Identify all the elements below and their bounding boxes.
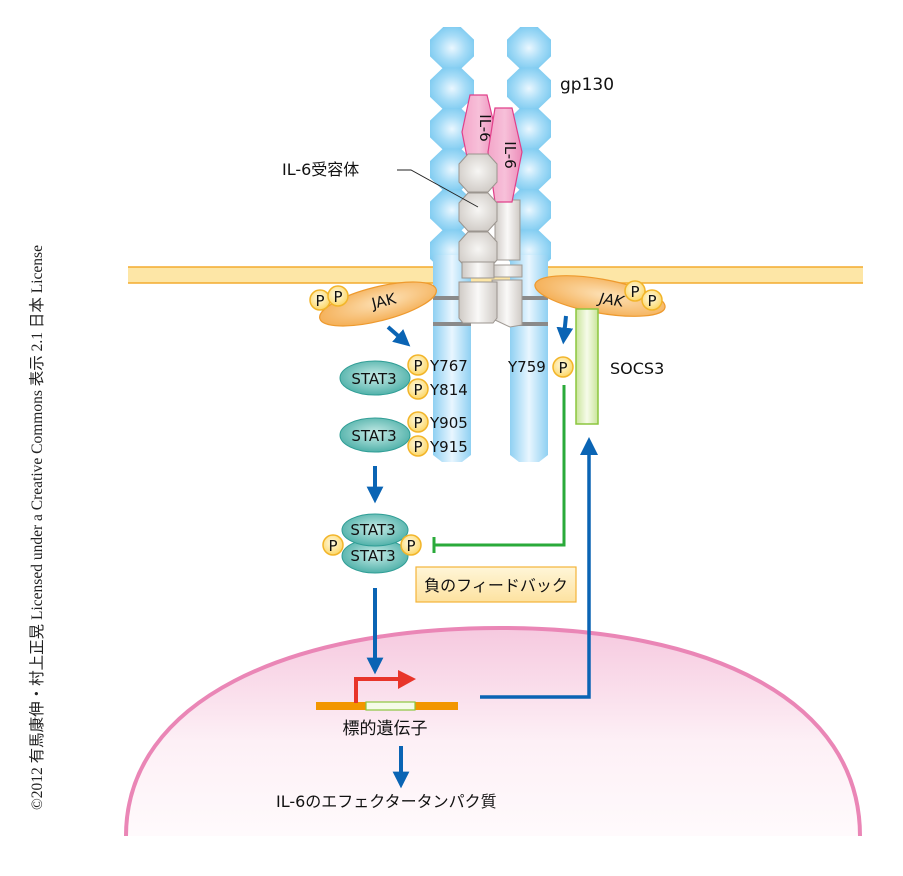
socs3: SOCS3 bbox=[575, 308, 664, 425]
y759-site: Y759 P bbox=[507, 356, 574, 378]
svg-text:IL-6: IL-6 bbox=[501, 141, 519, 168]
stat3-docked-upper: STAT3 P P Y767 Y814 bbox=[339, 354, 468, 400]
negative-feedback-box: 負のフィードバック bbox=[415, 566, 577, 603]
phospho-badge: P bbox=[327, 285, 349, 307]
stat3-docked-lower: STAT3 P P Y905 Y915 bbox=[339, 411, 468, 457]
il6-receptor bbox=[458, 153, 498, 324]
nucleus bbox=[124, 625, 862, 837]
gene-to-socs3-arrow bbox=[480, 437, 598, 699]
svg-text:STAT3: STAT3 bbox=[351, 370, 396, 388]
svg-text:STAT3: STAT3 bbox=[351, 427, 396, 445]
transcription-start-arrow-icon bbox=[398, 670, 416, 689]
jak-right: JAK P P bbox=[534, 275, 666, 317]
il6-receptor-callout: IL-6受容体 bbox=[282, 160, 479, 208]
svg-text:P: P bbox=[413, 438, 422, 456]
jak-to-stat3-arrow bbox=[386, 325, 411, 347]
membrane-band bbox=[510, 296, 548, 300]
svg-text:負のフィードバック: 負のフィードバック bbox=[424, 576, 568, 595]
svg-text:P: P bbox=[406, 537, 415, 555]
socs3-inhibition-line bbox=[432, 385, 566, 553]
site-y814: Y814 bbox=[429, 381, 468, 399]
svg-text:STAT3: STAT3 bbox=[350, 521, 395, 539]
site-y767: Y767 bbox=[429, 357, 468, 375]
svg-text:Y759: Y759 bbox=[507, 358, 546, 376]
svg-text:P: P bbox=[413, 414, 422, 432]
svg-text:P: P bbox=[558, 359, 567, 377]
jak-left: JAK P P bbox=[309, 281, 437, 327]
target-gene: 標的遺伝子 bbox=[316, 670, 458, 739]
svg-text:P: P bbox=[333, 288, 342, 306]
gp130-label: gp130 bbox=[560, 75, 614, 95]
phospho-badge: P bbox=[624, 280, 646, 302]
jak-to-y759-arrow bbox=[556, 315, 574, 345]
svg-text:JAK: JAK bbox=[369, 289, 399, 313]
svg-text:©2012 有馬康伸・村上正晃 Licensed under: ©2012 有馬康伸・村上正晃 Licensed under a Creativ… bbox=[28, 245, 46, 810]
membrane-band bbox=[433, 322, 471, 326]
svg-text:SOCS3: SOCS3 bbox=[610, 359, 664, 378]
gp130-right-chain bbox=[507, 27, 551, 462]
il6-receptor-back bbox=[491, 199, 523, 328]
svg-text:P: P bbox=[413, 357, 422, 375]
gp130-domain bbox=[430, 67, 474, 110]
svg-text:P: P bbox=[630, 283, 639, 301]
site-y905: Y905 bbox=[429, 414, 468, 432]
svg-text:P: P bbox=[413, 381, 422, 399]
phospho-badge: P bbox=[641, 289, 663, 311]
svg-text:STAT3: STAT3 bbox=[350, 547, 395, 565]
stat3-dimer: STAT3 STAT3 P P bbox=[322, 513, 422, 574]
gp130-domain bbox=[507, 67, 551, 110]
gp130-domain bbox=[430, 27, 474, 69]
effector-proteins-label: IL-6のエフェクタータンパク質 bbox=[276, 792, 497, 811]
phospho-badge: P bbox=[309, 289, 331, 311]
svg-text:IL-6: IL-6 bbox=[476, 114, 494, 141]
svg-text:P: P bbox=[647, 292, 656, 310]
svg-text:IL-6受容体: IL-6受容体 bbox=[282, 160, 359, 179]
svg-text:P: P bbox=[315, 292, 324, 310]
gp130-domain bbox=[507, 27, 551, 69]
svg-text:JAK: JAK bbox=[595, 289, 626, 311]
site-y915: Y915 bbox=[429, 438, 468, 456]
svg-text:P: P bbox=[328, 537, 337, 555]
svg-text:標的遺伝子: 標的遺伝子 bbox=[343, 719, 428, 739]
copyright-notice: ©2012 有馬康伸・村上正晃 Licensed under a Creativ… bbox=[28, 245, 46, 810]
membrane-band bbox=[510, 322, 548, 326]
membrane-band bbox=[433, 296, 471, 300]
